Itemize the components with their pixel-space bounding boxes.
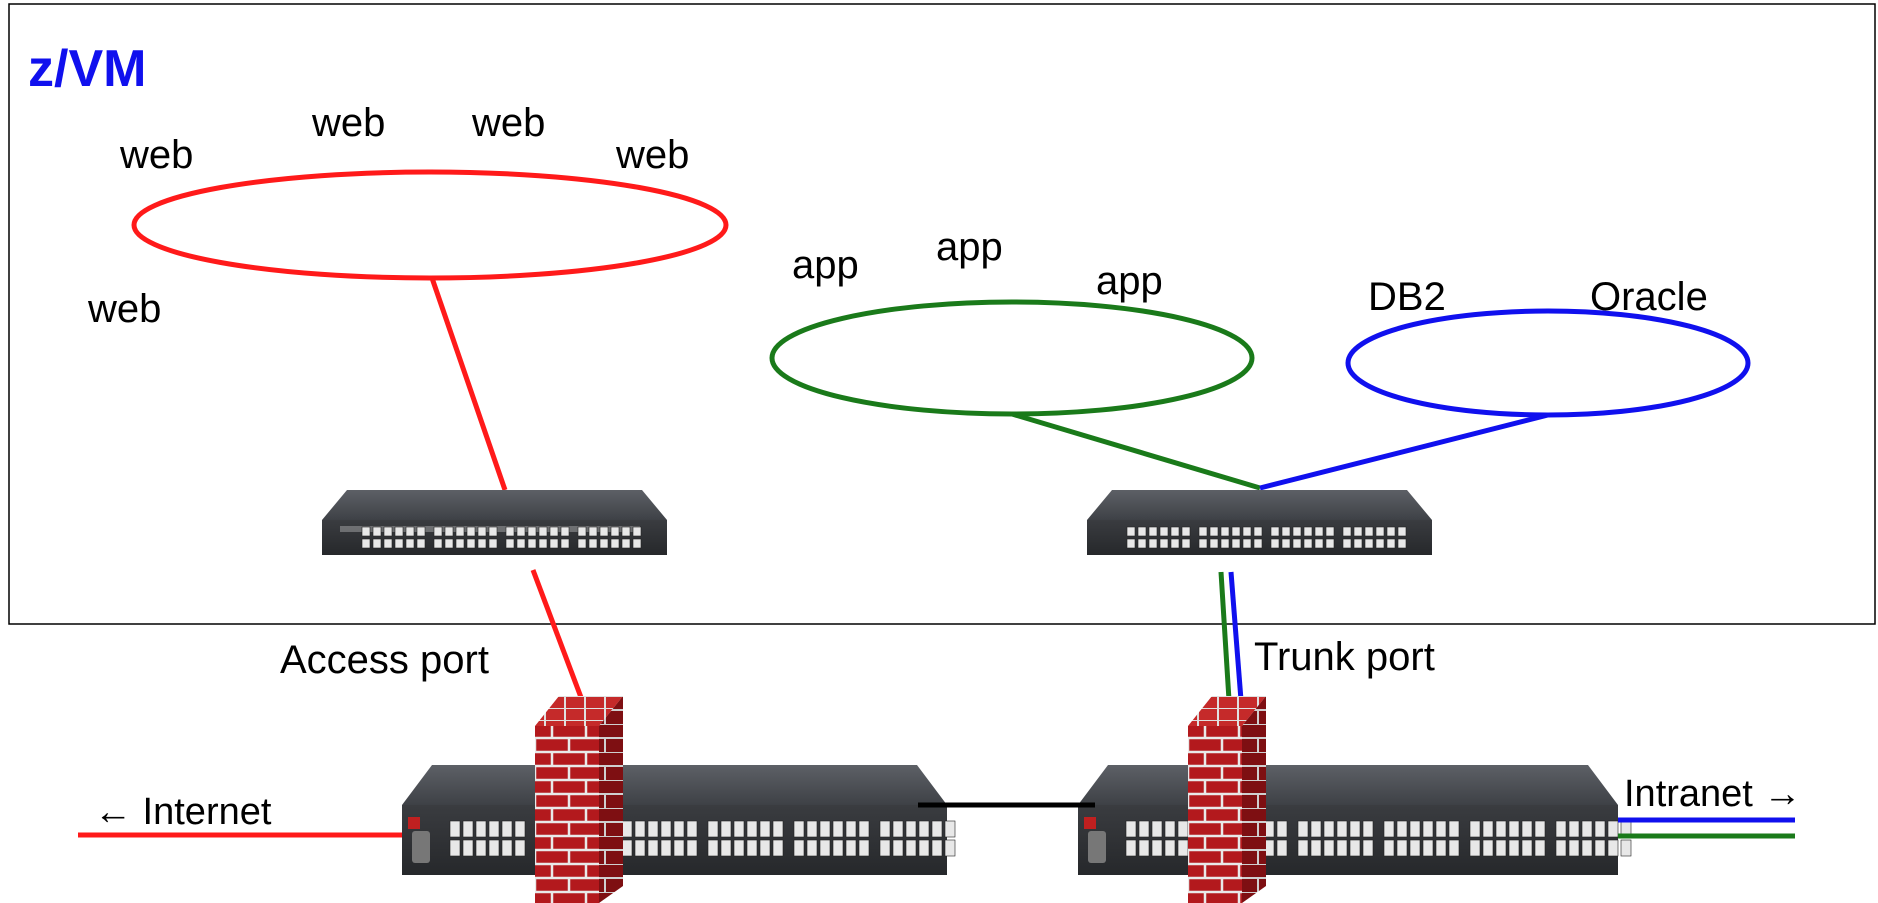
physical-switch-internet <box>402 765 956 875</box>
zvm-title: z/VM <box>28 40 146 98</box>
access-port-line <box>530 569 585 701</box>
web-label-1: web <box>119 133 193 177</box>
oracle-label: Oracle <box>1590 275 1708 319</box>
brick-firewall-icon <box>535 696 623 903</box>
physical-switch-intranet <box>1078 765 1632 875</box>
db-vlan-ring <box>1345 308 1751 418</box>
trunk-blue-line <box>1228 571 1244 701</box>
brick-firewall-icon <box>1188 696 1266 903</box>
web-label-5: web <box>87 287 161 331</box>
app-uplink-line <box>1011 411 1261 491</box>
network-switch-icon <box>1087 490 1432 555</box>
network-switch-icon <box>322 490 667 555</box>
web-vlan-ring <box>131 169 729 281</box>
trunk-port-label: Trunk port <box>1254 635 1435 679</box>
app-label-3: app <box>1096 259 1163 303</box>
db2-label: DB2 <box>1368 275 1446 319</box>
virtual-switch-app-db <box>1087 490 1432 555</box>
app-label-2: app <box>936 225 1003 269</box>
internet-label: ← Internet <box>94 791 272 833</box>
network-switch-icon <box>402 765 956 875</box>
web-label-4: web <box>615 133 689 177</box>
web-uplink-line <box>429 277 508 491</box>
network-switch-icon <box>1078 765 1632 875</box>
access-port-label: Access port <box>280 638 489 682</box>
db-uplink-line <box>1259 412 1549 491</box>
web-label-2: web <box>311 101 385 145</box>
app-vlan-ring <box>769 299 1255 417</box>
web-label-3: web <box>471 101 545 145</box>
app-label-1: app <box>792 243 859 287</box>
virtual-switch-web <box>322 490 667 555</box>
trunk-green-line <box>1218 571 1232 701</box>
intranet-label: Intranet → <box>1624 773 1801 815</box>
zvm-boundary <box>8 3 1876 625</box>
